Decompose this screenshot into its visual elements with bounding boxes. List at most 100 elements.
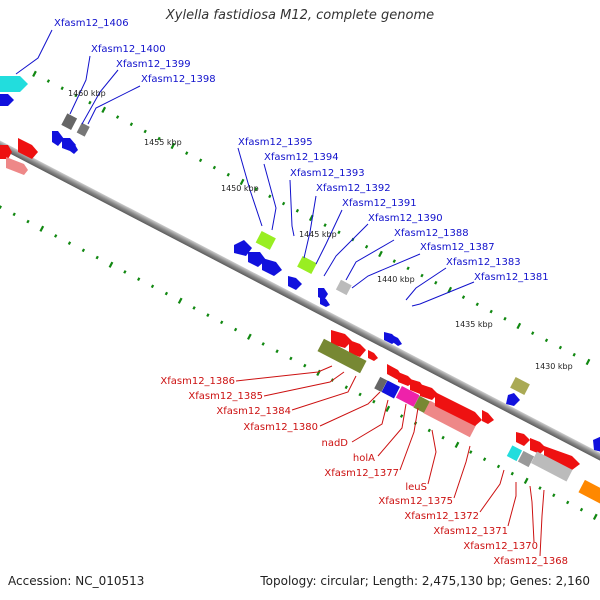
- tick-mark: [344, 385, 348, 390]
- reverse-gene[interactable]: [262, 258, 282, 276]
- scale-label: 1430 kbp: [535, 362, 573, 371]
- tick-mark: [469, 450, 473, 454]
- forward-gene[interactable]: [368, 350, 378, 361]
- gene-label[interactable]: Xfasm12_1386: [160, 376, 235, 387]
- gene-label[interactable]: Xfasm12_1393: [290, 168, 365, 179]
- tick-mark: [566, 500, 570, 505]
- tick-mark: [461, 295, 466, 299]
- tick-mark: [544, 338, 549, 343]
- tick-mark: [295, 208, 300, 213]
- gene-xfasm12-1399[interactable]: [76, 122, 90, 137]
- gene-label[interactable]: Xfasm12_1380: [243, 422, 318, 433]
- gene-label[interactable]: Xfasm12_1381: [474, 272, 549, 283]
- gene-label[interactable]: Xfasm12_1395: [238, 137, 313, 148]
- tick-mark: [0, 205, 2, 209]
- tick-mark: [233, 327, 238, 332]
- gene-label[interactable]: holA: [353, 453, 375, 464]
- gene-label[interactable]: leuS: [405, 482, 427, 493]
- leader-lines-top: [15, 29, 475, 307]
- tick-mark: [496, 464, 501, 469]
- tick-mark: [503, 316, 507, 321]
- reverse-gene[interactable]: [248, 252, 266, 267]
- scale-label: 1435 kbp: [455, 320, 493, 329]
- tick-mark: [150, 284, 155, 289]
- scale-label: 1450 kbp: [221, 184, 259, 193]
- forward-gene[interactable]: [0, 145, 12, 159]
- gene-label[interactable]: Xfasm12_1390: [368, 213, 443, 224]
- gene-label[interactable]: Xfasm12_1388: [394, 228, 469, 239]
- gene-label[interactable]: Xfasm12_1372: [404, 511, 479, 522]
- tick-mark: [226, 172, 230, 177]
- gene-xfasm12-1388[interactable]: [335, 279, 352, 296]
- gene-label[interactable]: Xfasm12_1406: [54, 18, 129, 29]
- reverse-gene[interactable]: [0, 94, 14, 106]
- gene-hola[interactable]: [395, 386, 420, 407]
- forward-gene[interactable]: [544, 446, 580, 470]
- genome-backbone: [0, 66, 600, 535]
- gene-xfasm12-1383[interactable]: [510, 376, 530, 396]
- reverse-gene[interactable]: [234, 240, 252, 256]
- tick-mark: [516, 322, 522, 330]
- tick-mark: [74, 93, 78, 98]
- gene-label[interactable]: Xfasm12_1385: [188, 391, 263, 402]
- gene-xfasm12-1395[interactable]: [255, 230, 276, 250]
- gene-label[interactable]: Xfasm12_1377: [324, 468, 399, 479]
- gene-label[interactable]: Xfasm12_1368: [493, 556, 568, 567]
- forward-gene[interactable]: [435, 392, 482, 426]
- gene-label[interactable]: Xfasm12_1375: [378, 496, 453, 507]
- tick-mark: [26, 219, 30, 224]
- tick-mark: [275, 349, 279, 354]
- forward-gene[interactable]: [6, 157, 28, 175]
- tick-mark: [177, 297, 183, 304]
- gene-xfasm12-1368[interactable]: [578, 479, 600, 507]
- gene-label[interactable]: Xfasm12_1399: [116, 59, 191, 70]
- forward-gene[interactable]: [18, 138, 38, 159]
- gene-leus[interactable]: [423, 400, 477, 438]
- forward-gene[interactable]: [530, 438, 546, 454]
- reverse-gene[interactable]: [593, 436, 600, 452]
- tick-mark: [420, 273, 424, 278]
- reverse-gene[interactable]: [320, 296, 330, 307]
- tick-mark: [447, 286, 453, 294]
- gene-nadd[interactable]: [381, 380, 400, 399]
- forward-gene[interactable]: [516, 432, 530, 446]
- tick-mark: [364, 244, 369, 249]
- gene-xfasm12-1392[interactable]: [297, 255, 317, 275]
- tick-mark: [531, 331, 535, 335]
- gene-label[interactable]: Xfasm12_1398: [141, 74, 216, 85]
- reverse-gene[interactable]: [70, 143, 78, 154]
- tick-mark: [281, 201, 286, 206]
- reverse-gene[interactable]: [394, 336, 402, 346]
- gene-label[interactable]: Xfasm12_1394: [264, 152, 339, 163]
- reverse-gene[interactable]: [288, 276, 302, 290]
- gene-label[interactable]: Xfasm12_1383: [446, 257, 521, 268]
- gene-label[interactable]: Xfasm12_1371: [433, 526, 508, 537]
- gene-xfasm12-1370[interactable]: [531, 451, 573, 482]
- gene-xfasm12-1372[interactable]: [506, 445, 523, 462]
- reverse-gene[interactable]: [52, 131, 64, 146]
- gene-labels-bottom: Xfasm12_1386 Xfasm12_1385 Xfasm12_1384 X…: [160, 376, 568, 567]
- gene-xfasm12-1380[interactable]: [374, 376, 388, 393]
- forward-gene[interactable]: [482, 410, 494, 424]
- gene-label[interactable]: Xfasm12_1392: [316, 183, 391, 194]
- forward-gene[interactable]: [331, 330, 352, 348]
- gene-label[interactable]: Xfasm12_1391: [342, 198, 417, 209]
- tick-mark: [427, 428, 431, 433]
- reverse-gene[interactable]: [506, 393, 520, 406]
- tick-mark: [489, 309, 493, 314]
- forward-gene[interactable]: [420, 384, 438, 400]
- gene-label[interactable]: Xfasm12_1384: [216, 406, 291, 417]
- gene-label[interactable]: nadD: [321, 438, 348, 449]
- tick-mark: [585, 358, 591, 366]
- gene-label[interactable]: Xfasm12_1400: [91, 44, 166, 55]
- tick-mark: [32, 70, 37, 78]
- gene-xfasm12-1406[interactable]: [0, 76, 28, 92]
- forward-gene[interactable]: [349, 340, 366, 357]
- gene-label[interactable]: Xfasm12_1387: [420, 242, 495, 253]
- gene-xfasm12-1386[interactable]: [317, 338, 367, 374]
- gene-label[interactable]: Xfasm12_1370: [463, 541, 538, 552]
- gene-xfasm12-1371[interactable]: [517, 450, 535, 468]
- scale-labels: 1460 kbp 1455 kbp 1450 kbp 1445 kbp 1440…: [68, 89, 573, 371]
- gene-xfasm12-1400[interactable]: [61, 113, 78, 130]
